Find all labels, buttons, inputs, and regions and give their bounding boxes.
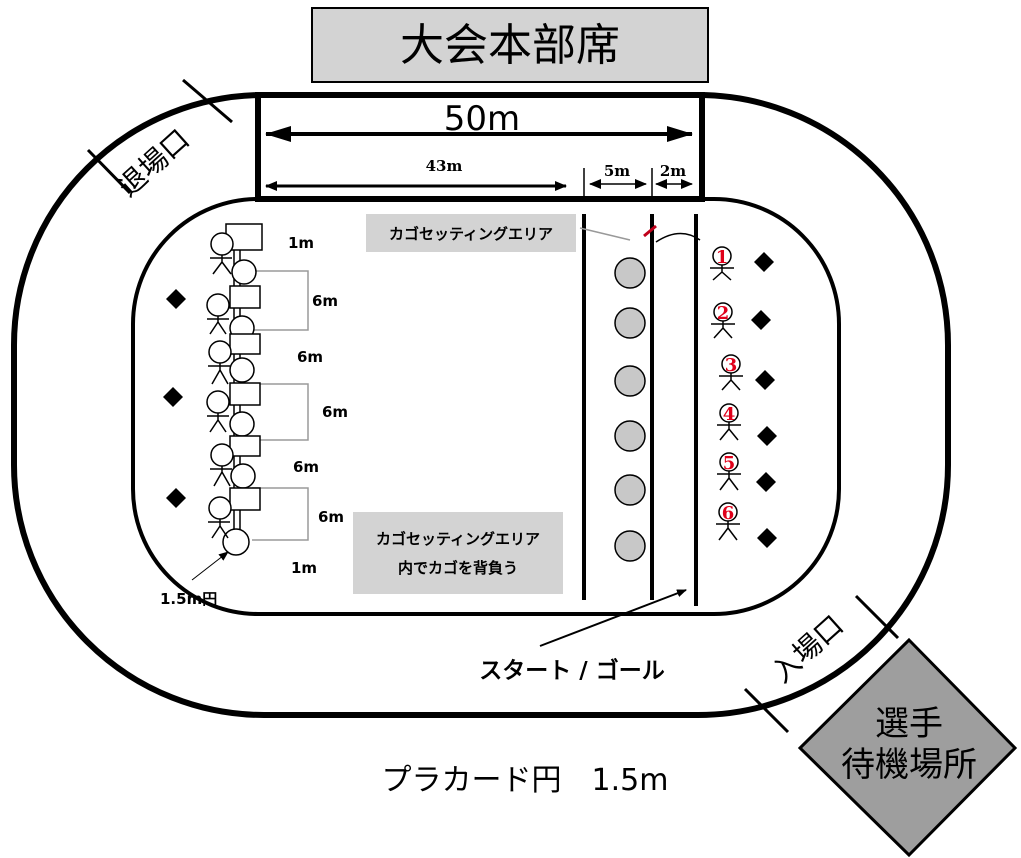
placard-diamond xyxy=(757,426,777,446)
basket-circle xyxy=(614,474,646,506)
spacing-6m-2: 6m xyxy=(297,348,323,366)
runner-number-6: 6 xyxy=(722,503,735,524)
placard-diamond xyxy=(756,472,776,492)
placard-diamond xyxy=(166,488,186,508)
basket-circle xyxy=(614,530,646,562)
basket-circle xyxy=(614,257,646,289)
basket-pointer-line xyxy=(579,227,631,241)
start-goal-label: スタート / ゴール xyxy=(479,657,664,684)
runner-number-4: 4 xyxy=(723,404,736,425)
basket-circle xyxy=(614,307,646,339)
dimension-total: 50m xyxy=(444,99,520,139)
placard-diamond xyxy=(757,528,777,548)
dimension-2m: 2m xyxy=(660,162,686,180)
runner-4: 4 xyxy=(717,403,741,441)
basket-pointer-mark xyxy=(643,224,657,238)
waiting-area: 選手 待機場所 xyxy=(797,637,1018,858)
placard-diamond xyxy=(166,289,186,309)
spacing-6m-5: 6m xyxy=(318,508,344,526)
left-stations xyxy=(206,223,263,556)
placard-diamond xyxy=(755,370,775,390)
circle-size-label: 1.5m円 xyxy=(160,590,217,608)
runner-number-3: 3 xyxy=(725,355,738,376)
dimension-43m: 43m xyxy=(426,157,463,175)
basket-setting-area-box: カゴセッティングエリア xyxy=(366,214,576,252)
basket-setting-note-box: カゴセッティングエリア 内でカゴを背負う xyxy=(353,512,563,594)
runner-3: 3 xyxy=(719,354,743,391)
entrance-label: 入場口 xyxy=(765,609,850,690)
runner-number-1: 1 xyxy=(716,247,729,268)
basket-circle xyxy=(614,365,646,397)
basket-setting-note-line1: カゴセッティングエリア xyxy=(376,530,540,548)
basket-curve xyxy=(655,232,701,243)
right-placards xyxy=(751,252,777,548)
spacing-6m-3: 6m xyxy=(322,403,348,421)
basket-setting-note-line2: 内でカゴを背負う xyxy=(398,559,518,577)
runner-1: 1 xyxy=(710,246,734,281)
headquarters-label: 大会本部席 xyxy=(400,20,620,71)
headquarters-box: 大会本部席 xyxy=(311,7,709,83)
left-placards xyxy=(163,289,186,508)
start-goal-arrow xyxy=(539,589,687,647)
circle-size-pointer xyxy=(191,551,229,581)
placard-diamond xyxy=(751,310,771,330)
placard-caption: プラカード円 1.5m xyxy=(382,763,669,798)
spacing-brackets xyxy=(252,270,309,541)
basket-circle xyxy=(614,420,646,452)
runner-2: 2 xyxy=(711,302,735,339)
runner-number-5: 5 xyxy=(723,453,736,474)
waiting-area-label-line2: 待機場所 xyxy=(841,745,977,785)
runner-number-2: 2 xyxy=(717,303,730,324)
placard-diamond xyxy=(754,252,774,272)
gap-1m-top: 1m xyxy=(288,234,314,252)
runner-6: 6 xyxy=(716,502,740,541)
basket-circles xyxy=(614,257,646,562)
spacing-6m-4: 6m xyxy=(293,458,319,476)
spacing-6m-1: 6m xyxy=(312,292,338,310)
runner-5: 5 xyxy=(717,452,741,491)
waiting-area-label-line1: 選手 xyxy=(875,704,943,744)
placard-diamond xyxy=(163,387,183,407)
dimension-5m: 5m xyxy=(604,162,630,180)
gap-1m-bottom: 1m xyxy=(291,559,317,577)
basket-setting-area-label: カゴセッティングエリア xyxy=(389,225,553,243)
